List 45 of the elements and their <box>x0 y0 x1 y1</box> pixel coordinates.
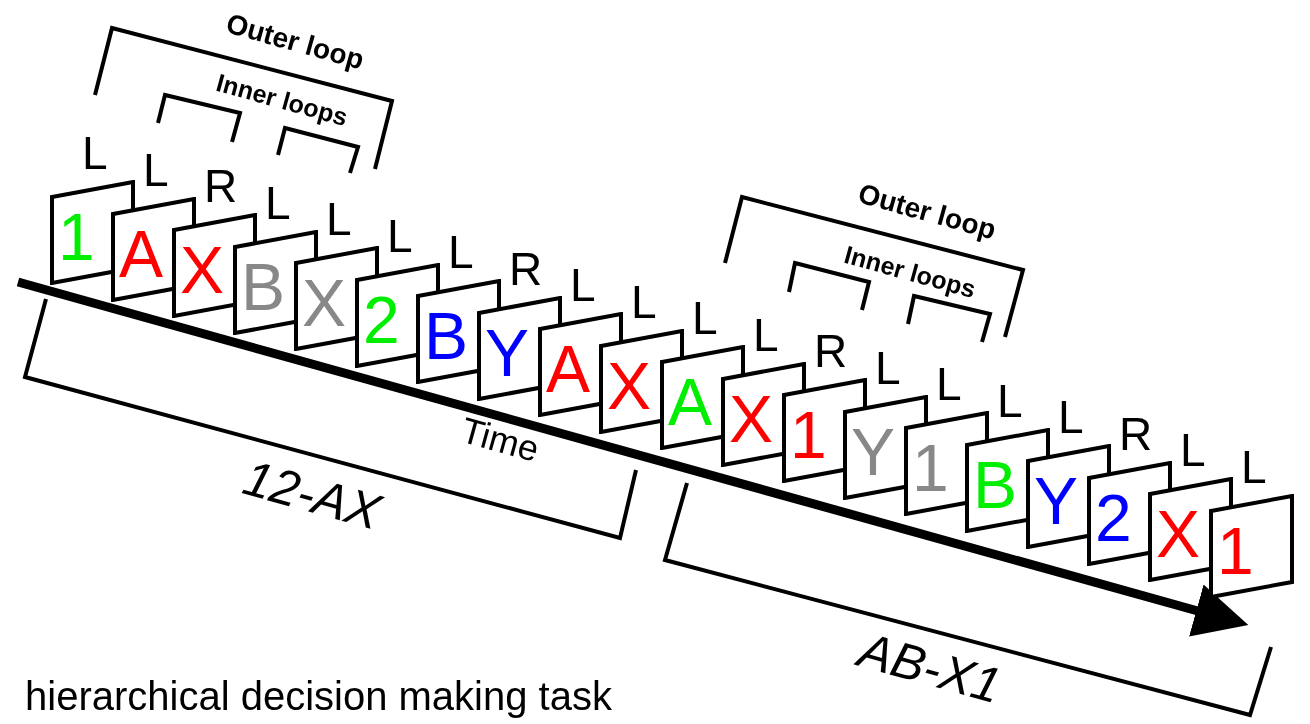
stimulus-letter: Y <box>485 319 530 386</box>
stimulus-letter: 2 <box>363 286 400 353</box>
response-letter: L <box>265 179 291 226</box>
response-letter: L <box>1058 394 1084 440</box>
task-label: AB-X1 <box>853 624 1007 712</box>
response-letter: L <box>936 361 962 407</box>
response-letter: L <box>692 295 718 341</box>
response-letter: L <box>631 278 657 325</box>
stimulus-letter: A <box>668 369 713 435</box>
stimulus-letter: B <box>973 451 1018 518</box>
bracket-label: Outer loop <box>223 9 367 75</box>
response-letter: R <box>204 163 238 209</box>
caption: hierarchical decision making task <box>25 676 612 716</box>
stimulus-letter: B <box>424 303 469 369</box>
response-letter: L <box>1241 443 1267 490</box>
stimulus-letter: Y <box>851 418 896 485</box>
response-letter: L <box>875 344 901 391</box>
response-letter: L <box>326 196 352 242</box>
response-letter: R <box>509 245 543 292</box>
stimulus-letter: X <box>302 270 347 336</box>
response-letter: L <box>997 377 1023 424</box>
response-letter: L <box>143 146 169 193</box>
stimulus-letter: X <box>607 352 652 419</box>
response-letter: R <box>814 328 848 374</box>
stimulus-letter: A <box>546 336 591 402</box>
stimulus-letter: 1 <box>58 204 95 270</box>
response-letter: L <box>570 262 596 308</box>
task-label: 12-AX <box>238 452 386 538</box>
response-letter: L <box>753 311 779 358</box>
stimulus-letter: Y <box>1034 468 1079 534</box>
stimulus-letter: B <box>241 253 286 320</box>
stimulus-letter: X <box>180 237 225 303</box>
stimulus-letter: 1 <box>912 435 949 501</box>
response-letter: L <box>387 212 413 259</box>
axis-label: Time <box>457 412 543 468</box>
response-letter: L <box>82 130 108 176</box>
stimulus-letter: A <box>119 220 164 287</box>
response-letter: L <box>448 229 474 275</box>
response-letter: L <box>1180 427 1206 473</box>
stimulus-letter: X <box>1156 501 1201 567</box>
stimulus-letter: 2 <box>1095 484 1132 551</box>
response-letter: R <box>1119 410 1153 457</box>
stimulus-letter: X <box>729 385 774 452</box>
stimulus-letter: 1 <box>1217 517 1254 584</box>
stimulus-letter: 1 <box>790 402 827 468</box>
